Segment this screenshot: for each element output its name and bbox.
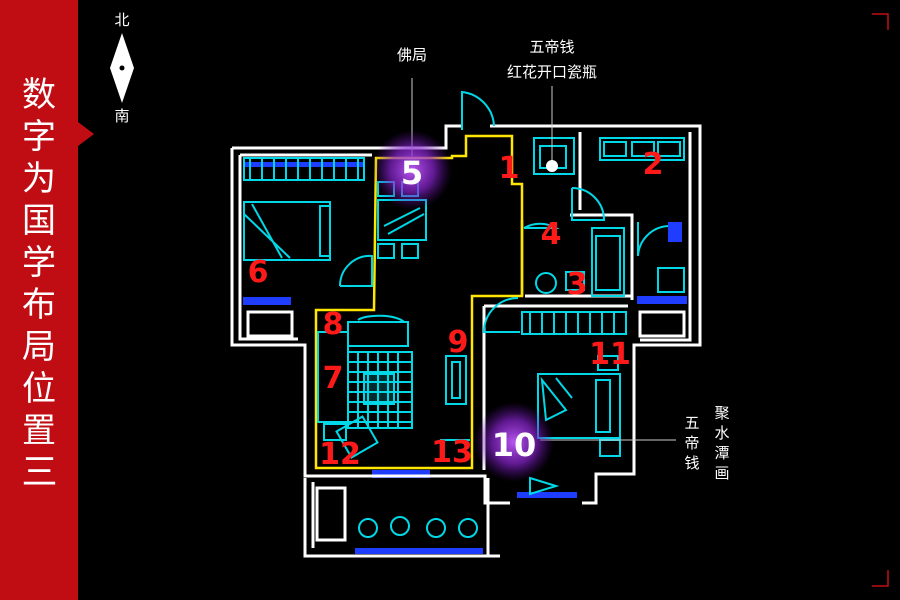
windows (243, 162, 687, 554)
label-coins-top-2: 红花开口瓷瓶 (507, 63, 597, 81)
marker-9: 9 (448, 325, 469, 360)
title-char: 位 (22, 369, 56, 409)
title-number: 三 (21, 452, 57, 493)
compass-icon: 北 南 (110, 11, 134, 125)
sidebar-arrow-notch (78, 122, 94, 146)
frame-corner-marks (872, 13, 889, 587)
marker-4: 4 (541, 217, 562, 252)
marker-5: 5 (401, 154, 423, 192)
svg-text:聚: 聚 (714, 404, 729, 422)
label-water-painting-col: 聚 水 潭 画 (714, 404, 729, 482)
glow-halo-5 (372, 130, 452, 210)
svg-text:潭: 潭 (714, 444, 729, 462)
marker-1: 1 (499, 151, 520, 186)
glow-halo-10 (474, 402, 554, 482)
label-buddha: 佛局 (397, 46, 427, 64)
svg-text:钱: 钱 (684, 454, 699, 472)
furniture (243, 137, 685, 538)
marker-3: 3 (567, 267, 588, 302)
doors (338, 90, 669, 441)
marker-13: 13 (431, 435, 473, 470)
title-char: 国 (22, 201, 56, 241)
marker-11: 11 (589, 337, 631, 372)
title-char: 置 (22, 411, 56, 451)
marker-12: 12 (319, 437, 361, 472)
zone-outline (314, 134, 524, 470)
marker-10: 10 (492, 426, 537, 464)
compass-north-label: 北 (114, 11, 129, 29)
label-coins-right-col: 五 帝 钱 (684, 414, 699, 472)
title-char: 局 (22, 327, 56, 367)
compass-south-label: 南 (114, 107, 129, 125)
title-char: 布 (22, 285, 56, 325)
marker-2: 2 (643, 147, 664, 182)
title-char: 为 (22, 159, 56, 199)
label-coins-top-1: 五帝钱 (529, 38, 574, 56)
position-markers: 5 10 1 2 3 4 6 7 8 9 11 12 13 (248, 147, 664, 472)
svg-text:水: 水 (714, 424, 729, 442)
title-char: 数 (22, 75, 56, 115)
vase-marker (546, 160, 558, 172)
title-char: 字 (22, 117, 56, 157)
marker-8: 8 (323, 307, 344, 342)
vertical-title: 数 字 为 国 学 布 局 位 置 三 (0, 74, 78, 494)
svg-text:帝: 帝 (684, 434, 699, 452)
title-char: 学 (22, 243, 56, 283)
svg-text:画: 画 (714, 464, 729, 482)
svg-text:五: 五 (684, 414, 699, 432)
marker-6: 6 (248, 255, 269, 290)
marker-7: 7 (323, 361, 344, 396)
sidebar-banner: 数 字 为 国 学 布 局 位 置 三 (0, 0, 78, 600)
walls (230, 124, 702, 558)
